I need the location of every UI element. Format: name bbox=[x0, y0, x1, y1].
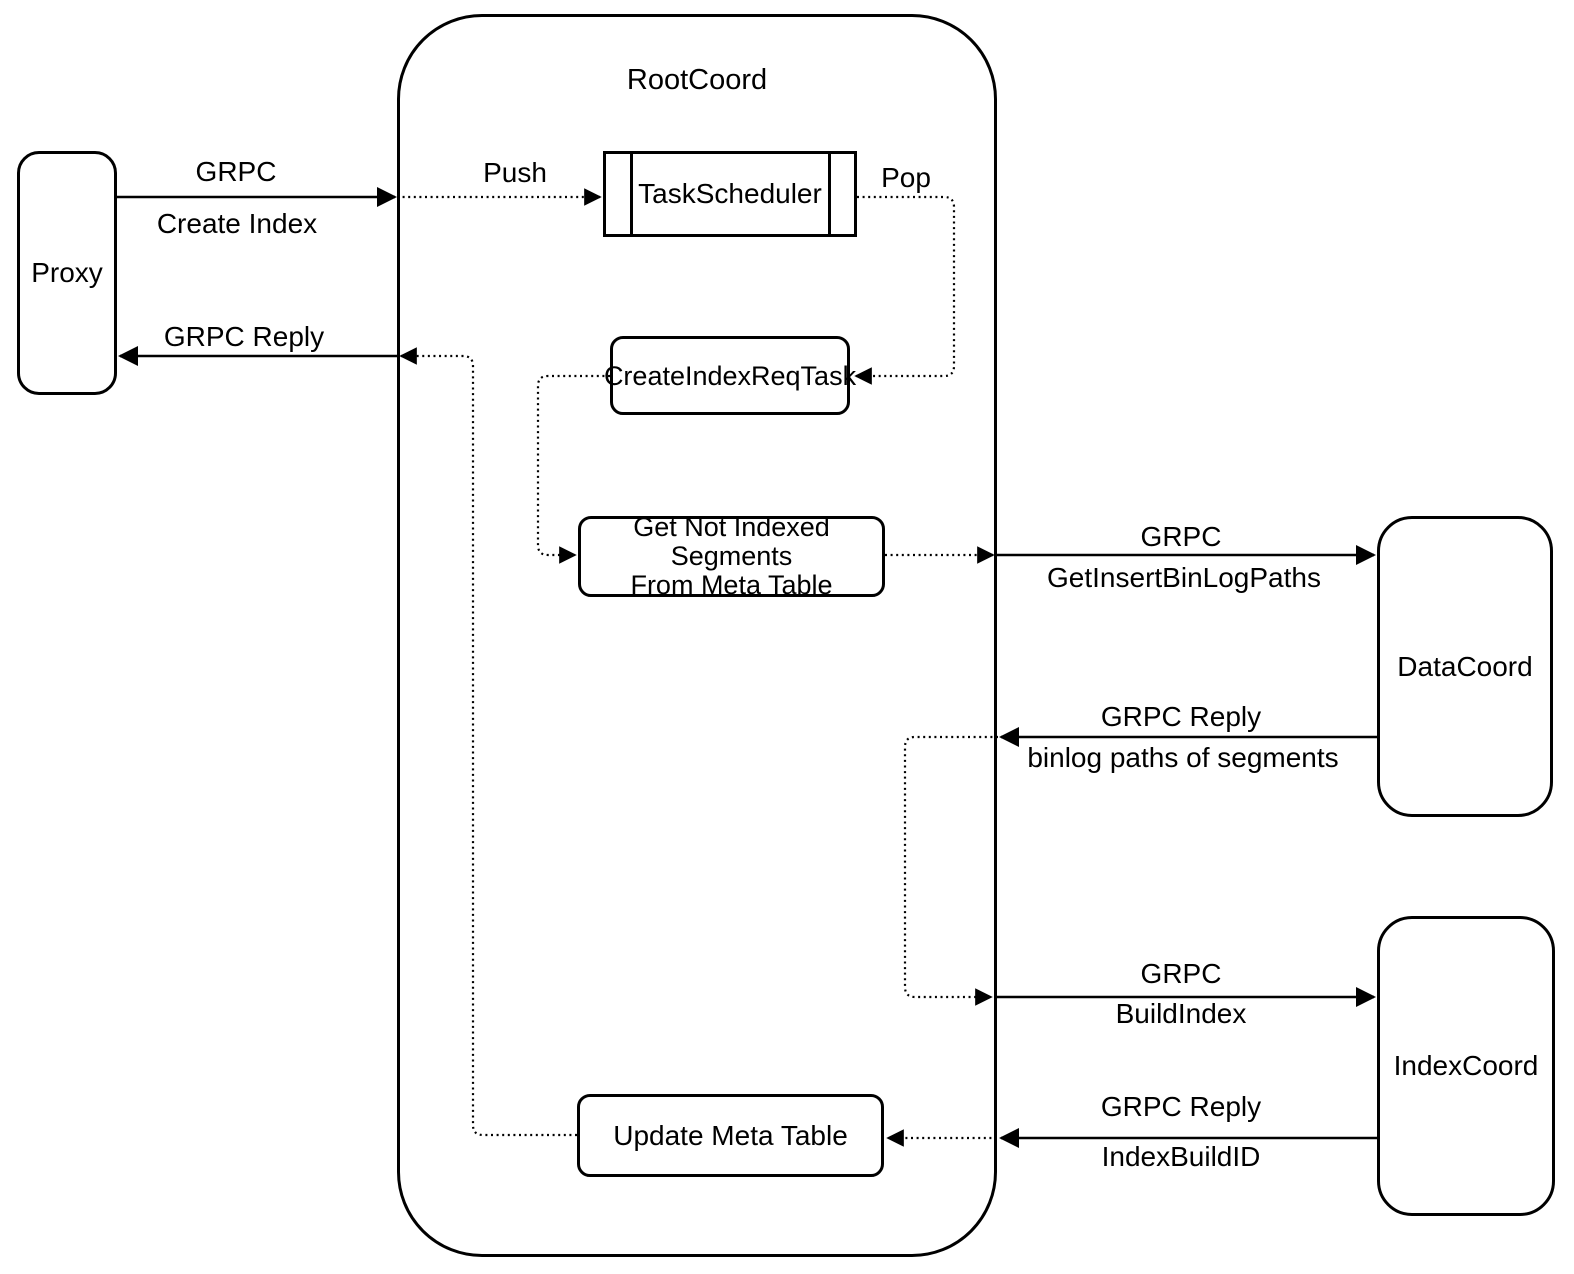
edge-label-grpc-reply-binlog-top: GRPC Reply bbox=[1100, 701, 1262, 732]
node-update-meta-table-label: Update Meta Table bbox=[613, 1119, 848, 1151]
edge-label-grpc-reply-binlog-bottom: binlog paths of segments bbox=[1027, 742, 1339, 773]
node-task-scheduler: TaskScheduler bbox=[603, 151, 857, 237]
edge-label-grpc-buildindex-top: GRPC bbox=[1140, 958, 1222, 989]
node-index-coord-label: IndexCoord bbox=[1393, 1050, 1539, 1081]
task-scheduler-inner-bars bbox=[630, 154, 831, 234]
edge-label-pop: Pop bbox=[881, 162, 931, 193]
edge-label-grpc-buildindex-bottom: BuildIndex bbox=[1115, 998, 1247, 1029]
node-index-coord: IndexCoord bbox=[1377, 916, 1555, 1216]
node-data-coord: DataCoord bbox=[1377, 516, 1553, 817]
edge-label-grpc-getinsertbinlogpaths-top: GRPC bbox=[1140, 521, 1222, 552]
edge-label-grpc-reply-proxy: GRPC Reply bbox=[163, 321, 325, 352]
node-get-not-indexed-segments: Get Not Indexed Segments From Meta Table bbox=[578, 512, 885, 600]
edge-label-grpc-create-index-bottom: Create Index bbox=[156, 208, 318, 239]
edge-label-push: Push bbox=[483, 157, 547, 188]
rootcoord-label: RootCoord bbox=[626, 64, 768, 96]
node-data-coord-label: DataCoord bbox=[1397, 650, 1533, 682]
edge-label-grpc-reply-indexbuildid-top: GRPC Reply bbox=[1100, 1091, 1262, 1122]
node-get-not-indexed-segments-label-line1: Get Not Indexed Segments bbox=[633, 512, 830, 571]
rootcoord-container: RootCoord bbox=[397, 14, 997, 1257]
node-proxy: Proxy bbox=[17, 151, 117, 395]
edge-label-grpc-create-index-top: GRPC bbox=[195, 156, 277, 187]
node-get-not-indexed-segments-label-line2: From Meta Table bbox=[630, 570, 833, 600]
node-update-meta-table: Update Meta Table bbox=[577, 1094, 884, 1177]
edge-label-grpc-getinsertbinlogpaths-bottom: GetInsertBinLogPaths bbox=[1047, 562, 1321, 593]
node-task-scheduler-label: TaskScheduler bbox=[638, 178, 822, 209]
node-proxy-label: Proxy bbox=[31, 257, 103, 288]
node-create-index-req-task: CreateIndexReqTask bbox=[604, 336, 856, 415]
edge-label-grpc-reply-indexbuildid-bottom: IndexBuildID bbox=[1101, 1141, 1261, 1172]
node-create-index-req-task-label: CreateIndexReqTask bbox=[603, 360, 857, 391]
